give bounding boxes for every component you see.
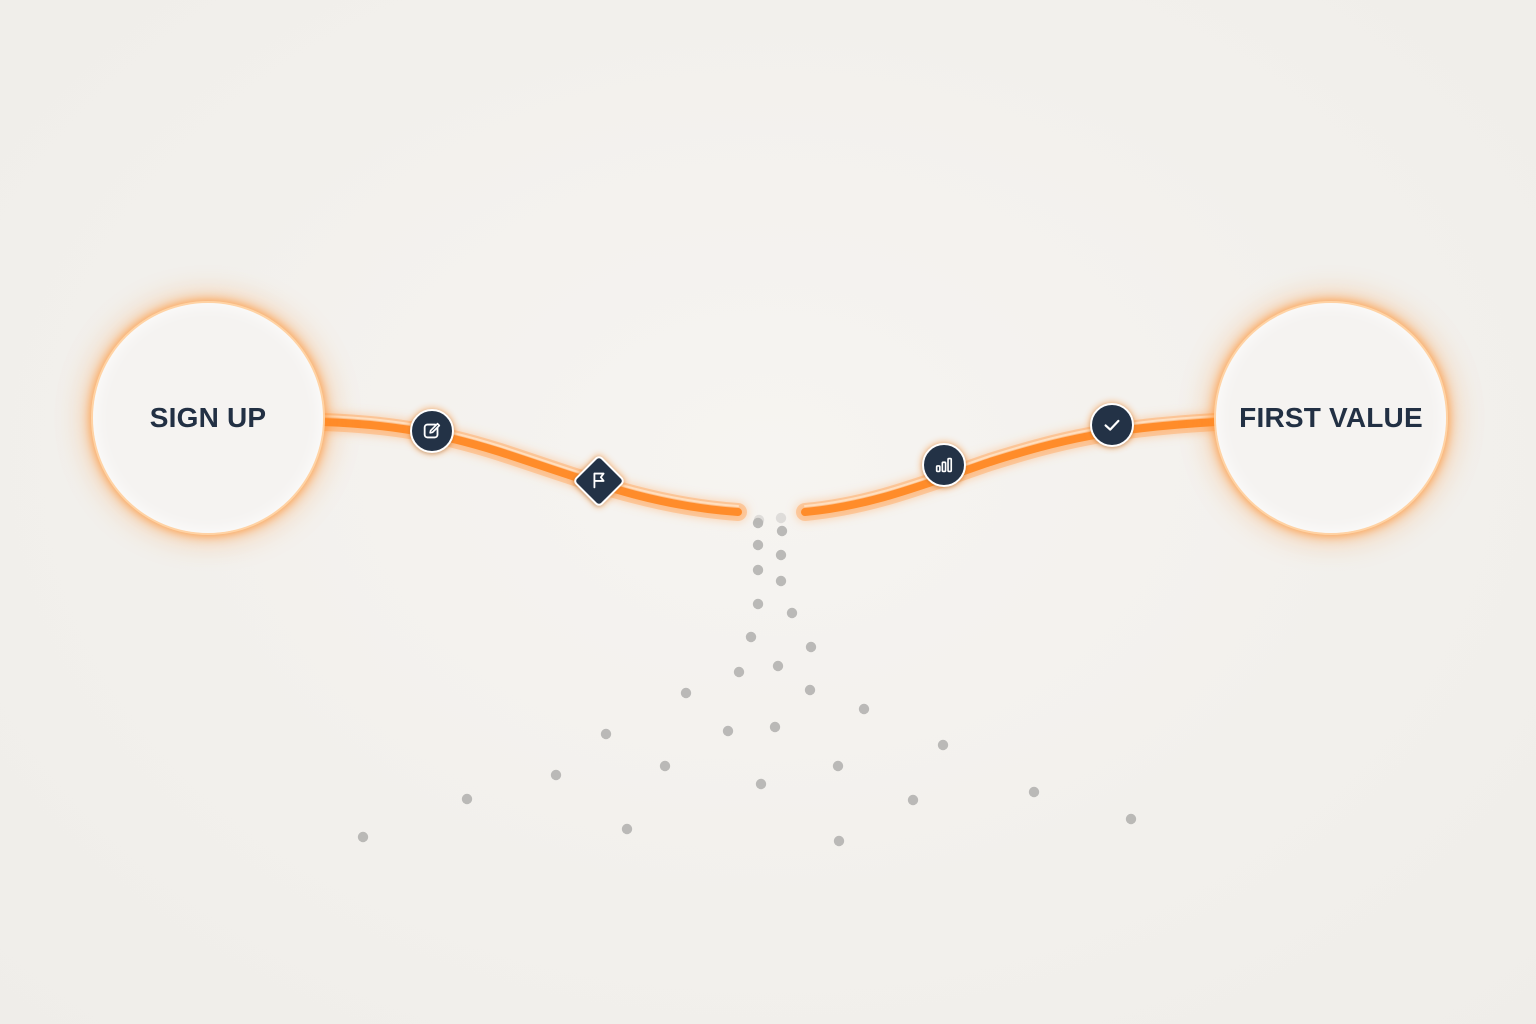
milestone-check [1090, 403, 1134, 447]
journey-path-right [796, 413, 1225, 521]
check-icon [1104, 419, 1120, 431]
dropoff-dot [775, 575, 787, 587]
dropoff-dot [858, 703, 870, 715]
flag-icon [593, 472, 605, 489]
dropoff-dot [550, 769, 562, 781]
dropoff-dot [461, 793, 473, 805]
journey-path-left [313, 413, 747, 521]
dropoff-dot [907, 794, 919, 806]
dropoff-dot [621, 823, 633, 835]
dropoff-dot [775, 512, 787, 524]
dropoff-dot [752, 517, 764, 529]
start-node-label: SIGN UP [149, 402, 267, 433]
dropoff-dot [805, 641, 817, 653]
dropoff-dot [769, 721, 781, 733]
edit-icon [423, 422, 441, 439]
dropoff-dot [357, 831, 369, 843]
end-node: FIRST VALUE [1216, 303, 1446, 533]
dropoff-dot [776, 525, 788, 537]
dropoff-dot [833, 835, 845, 847]
dropoff-dot [775, 549, 787, 561]
dropoff-dot [1125, 813, 1137, 825]
dropoff-dot [755, 778, 767, 790]
dropoff-dot [680, 687, 692, 699]
dropoff-dot [600, 728, 612, 740]
dropoff-dot [786, 607, 798, 619]
dropoff-dot [752, 539, 764, 551]
dropoff-dot [722, 725, 734, 737]
dropoff-dot [752, 598, 764, 610]
dropoff-dot [659, 760, 671, 772]
milestone-edit [410, 409, 454, 453]
bar-chart-icon [935, 457, 953, 473]
dropoff-dot [733, 666, 745, 678]
dropoff-dot [752, 564, 764, 576]
dropoff-dot [1028, 786, 1040, 798]
dropoff-dot [745, 631, 757, 643]
end-node-label: FIRST VALUE [1239, 402, 1423, 433]
dropoff-dot [937, 739, 949, 751]
dropoff-dots [357, 512, 1137, 847]
milestone-chart [922, 443, 966, 487]
dropoff-dot [804, 684, 816, 696]
dropoff-dot [772, 660, 784, 672]
start-node: SIGN UP [93, 303, 323, 533]
dropoff-dot [832, 760, 844, 772]
